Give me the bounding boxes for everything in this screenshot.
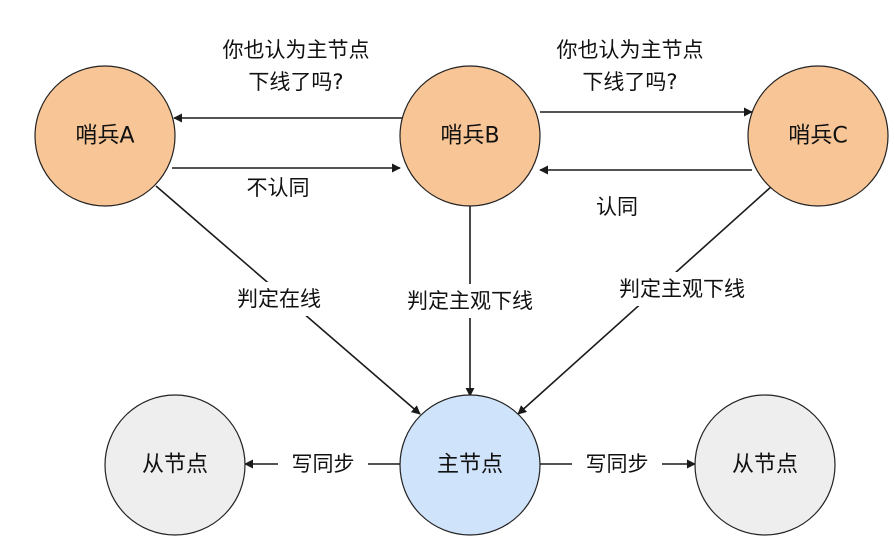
edge-label-master-to-left: 写同步	[292, 452, 355, 476]
node-sentinel-a-label: 哨兵A	[75, 124, 134, 149]
node-sentinel-c: 哨兵C	[747, 65, 889, 207]
node-replica-right-label: 从节点	[732, 453, 798, 478]
edge-label-master-to-right: 写同步	[586, 452, 649, 476]
node-sentinel-b-label: 哨兵B	[440, 124, 499, 149]
edge-label-a-to-b: 不认同	[247, 176, 310, 200]
node-master: 主节点	[399, 394, 541, 536]
edge-label-c-to-b: 认同	[596, 195, 638, 219]
node-sentinel-a: 哨兵A	[34, 65, 176, 207]
node-replica-left-label: 从节点	[142, 453, 208, 478]
edge-label-c-to-master: 判定主观下线	[619, 277, 745, 301]
node-master-label: 主节点	[437, 453, 503, 478]
edge-label-b-to-c-line1: 你也认为主节点	[557, 38, 704, 62]
node-replica-left: 从节点	[104, 394, 246, 536]
edge-label-b-to-master: 判定主观下线	[407, 289, 533, 313]
edge-label-a-to-master: 判定在线	[237, 287, 321, 311]
node-replica-right: 从节点	[694, 394, 836, 536]
edge-label-b-to-c-line2: 下线了吗?	[582, 70, 677, 94]
edge-label-b-to-a-line2: 下线了吗?	[248, 70, 343, 94]
edge-label-b-to-a-line1: 你也认为主节点	[223, 38, 370, 62]
node-sentinel-b: 哨兵B	[399, 65, 541, 207]
node-sentinel-c-label: 哨兵C	[788, 124, 847, 149]
